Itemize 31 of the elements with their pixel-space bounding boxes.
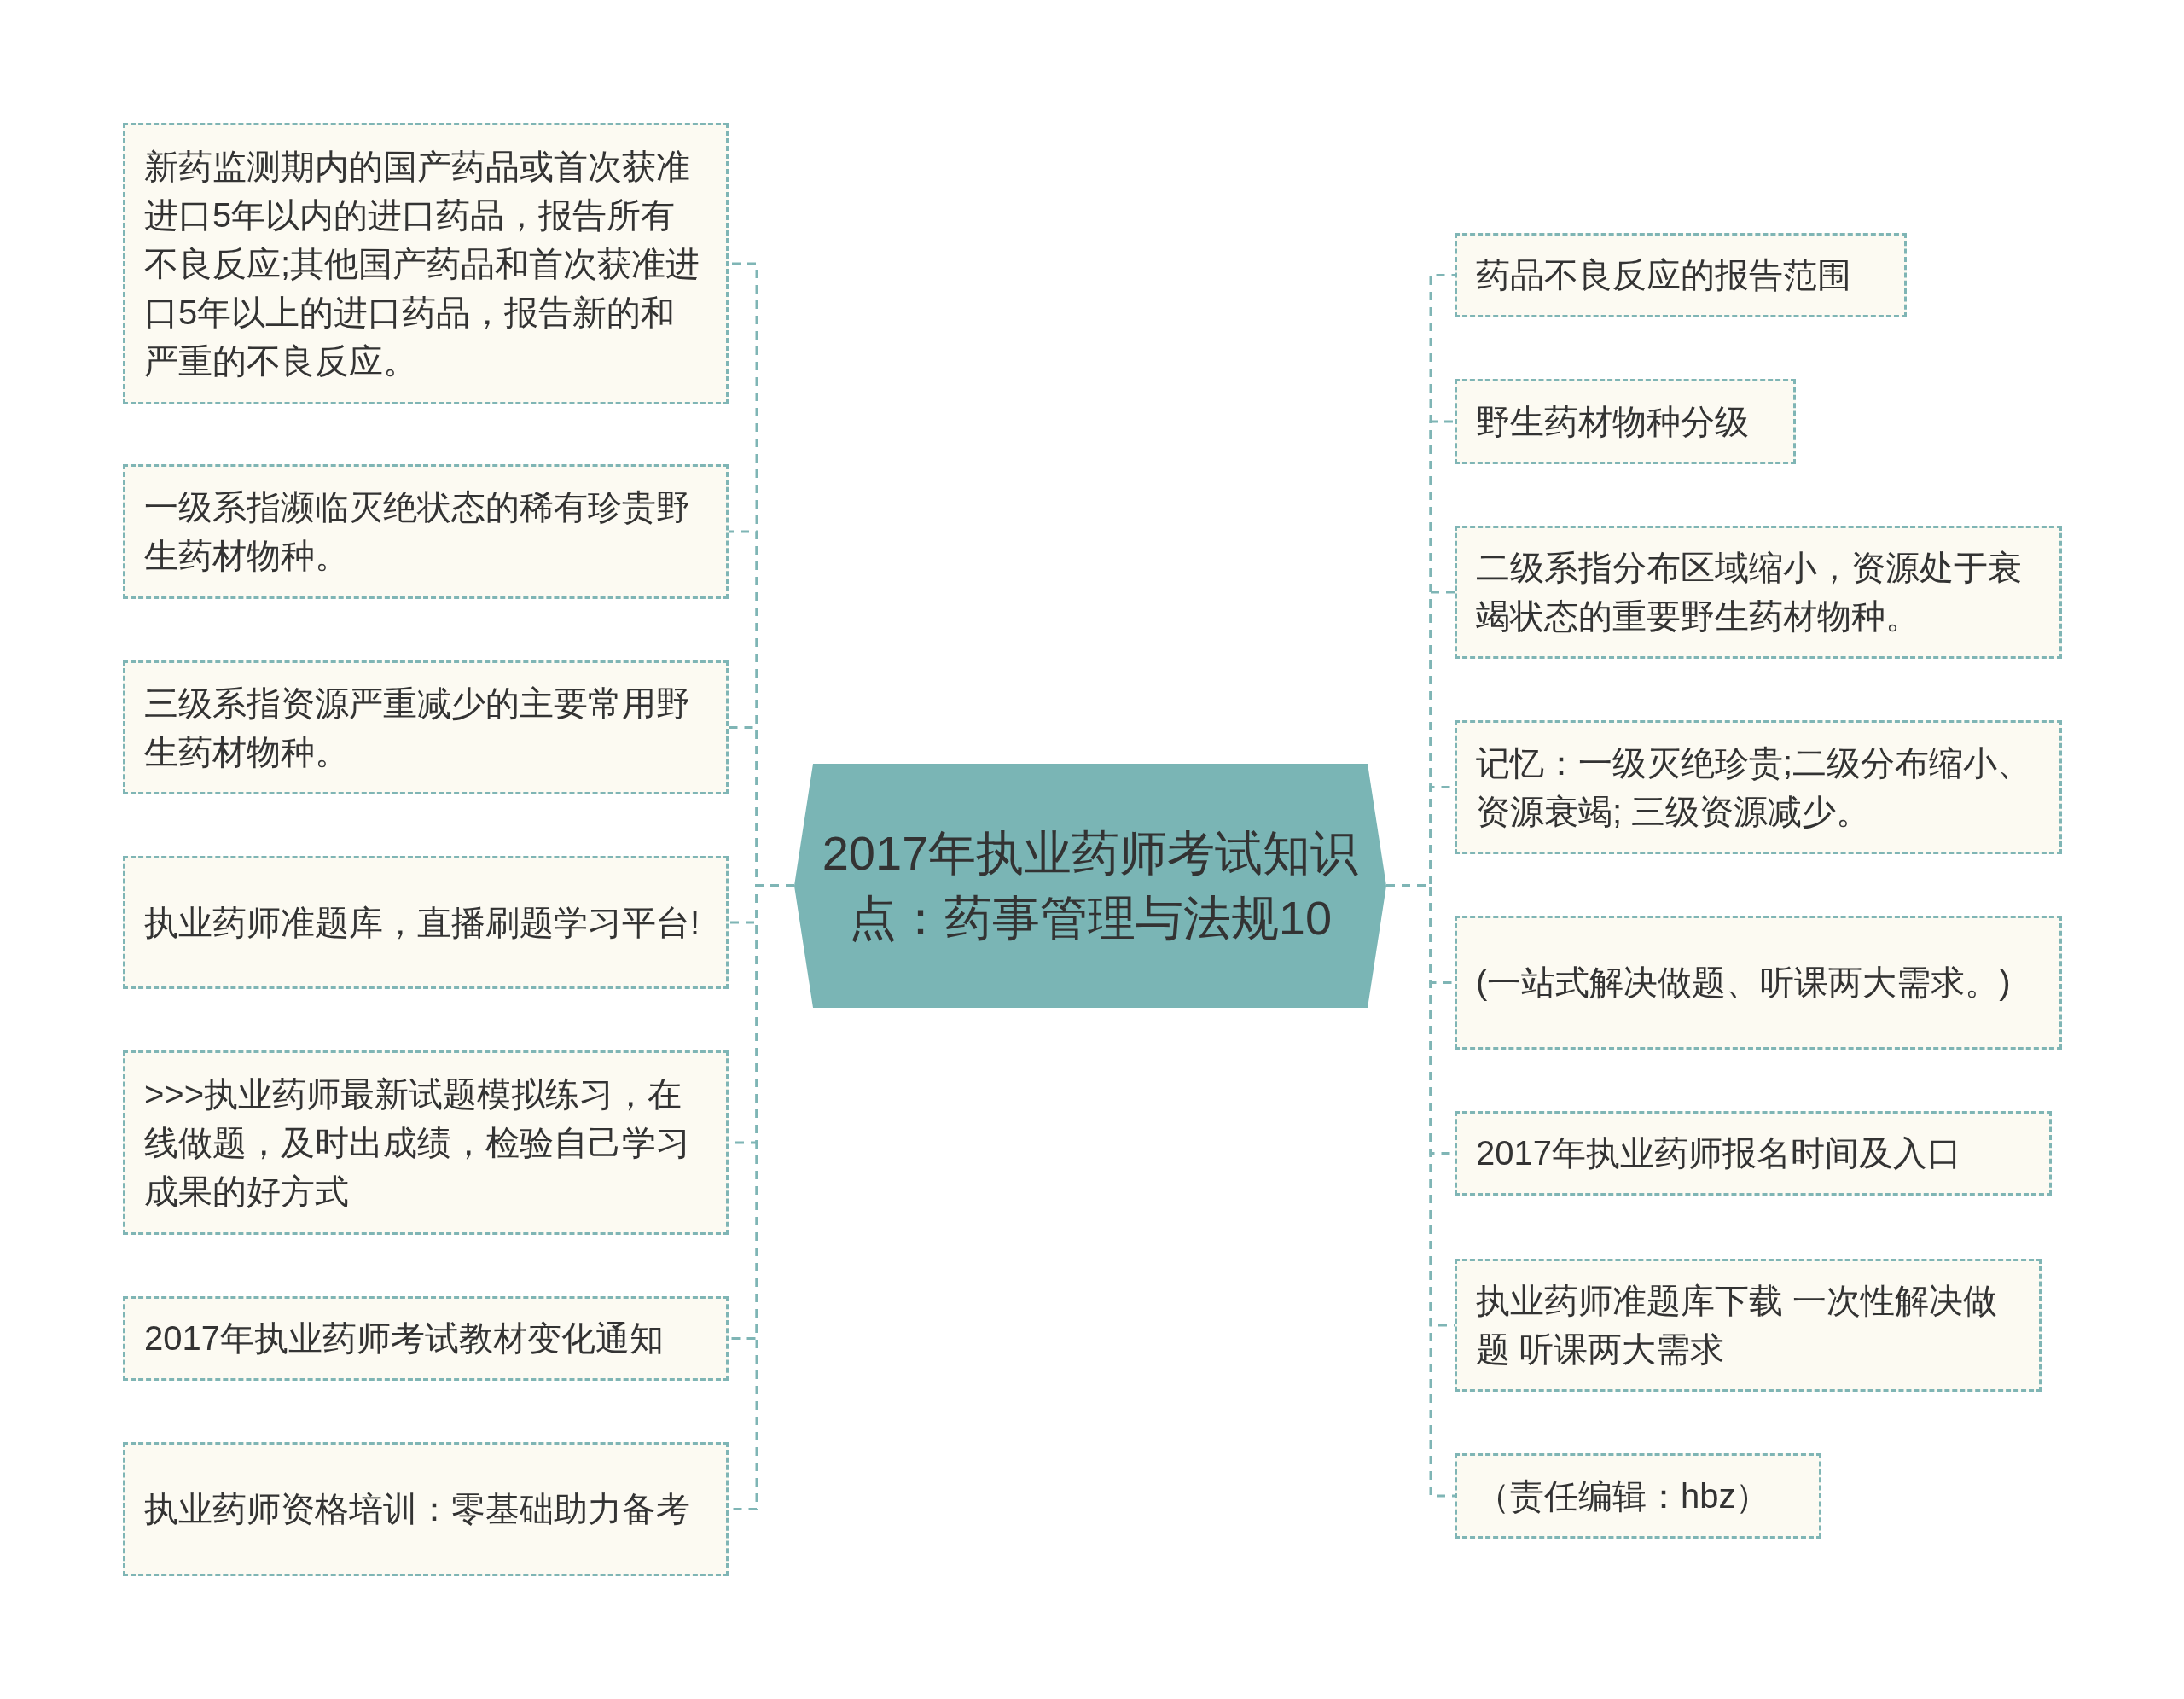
topic-box <box>1455 233 1907 317</box>
topic-box <box>1455 916 2062 1050</box>
topic-box <box>1455 1111 2052 1196</box>
topic-text: (一站式解决做题、听课两大需求。) <box>1476 963 2012 1003</box>
topic-text: （责任编辑：hbz） <box>1476 1475 1771 1516</box>
topic-box <box>123 660 729 794</box>
topic-box <box>123 1050 729 1235</box>
topic-box <box>1455 1259 2042 1392</box>
topic-box <box>1455 720 2062 854</box>
topic-text: 执业药师准题库，直播刷题学习平台! <box>144 902 701 943</box>
topic-box <box>1455 1453 1821 1539</box>
topic-text: 二级系指分布区域缩小，资源处于衰竭状态的重要野生药材物种。 <box>1476 548 2023 637</box>
topic-box <box>123 1442 729 1576</box>
topic-text: 2017年执业药师考试教材变化通知 <box>144 1318 665 1359</box>
topic-text: 记忆：一级灭绝珍贵;二级分布缩小、资源衰竭; 三级资源减少。 <box>1476 742 2033 832</box>
topic-text: 2017年执业药师报名时间及入口 <box>1476 1133 1962 1173</box>
topic-box <box>1455 526 2062 659</box>
topic-text: 新药监测期内的国产药品或首次获准进口5年以内的进口药品，报告所有不良反应;其他国产药品和首次获准进口5年以上的进口药品，报告新的和严重的不良反应。 <box>144 146 701 381</box>
topic-text: 执业药师准题库下载 一次性解决做题 听课两大需求 <box>1476 1281 1999 1370</box>
topic-text: 药品不良反应的报告范围 <box>1476 255 1852 295</box>
central-topic-text: 2017年执业药师考试知识点：药事管理与法规10 <box>821 825 1360 946</box>
topic-box <box>123 1296 729 1381</box>
topic-box <box>123 123 729 404</box>
topic-text: >>>执业药师最新试题模拟练习，在线做题，及时出成绩，检验自己学习成果的好方式 <box>144 1074 691 1212</box>
topic-box <box>123 464 729 599</box>
topic-text: 执业药师资格培训：零基础助力备考 <box>144 1489 691 1529</box>
topic-text: 野生药材物种分级 <box>1476 401 1750 442</box>
topic-box <box>1455 379 1796 464</box>
topic-text: 一级系指濒临灭绝状态的稀有珍贵野生药材物种。 <box>144 487 691 576</box>
topic-text: 三级系指资源严重减少的主要常用野生药材物种。 <box>144 683 691 772</box>
topic-box <box>123 856 729 989</box>
